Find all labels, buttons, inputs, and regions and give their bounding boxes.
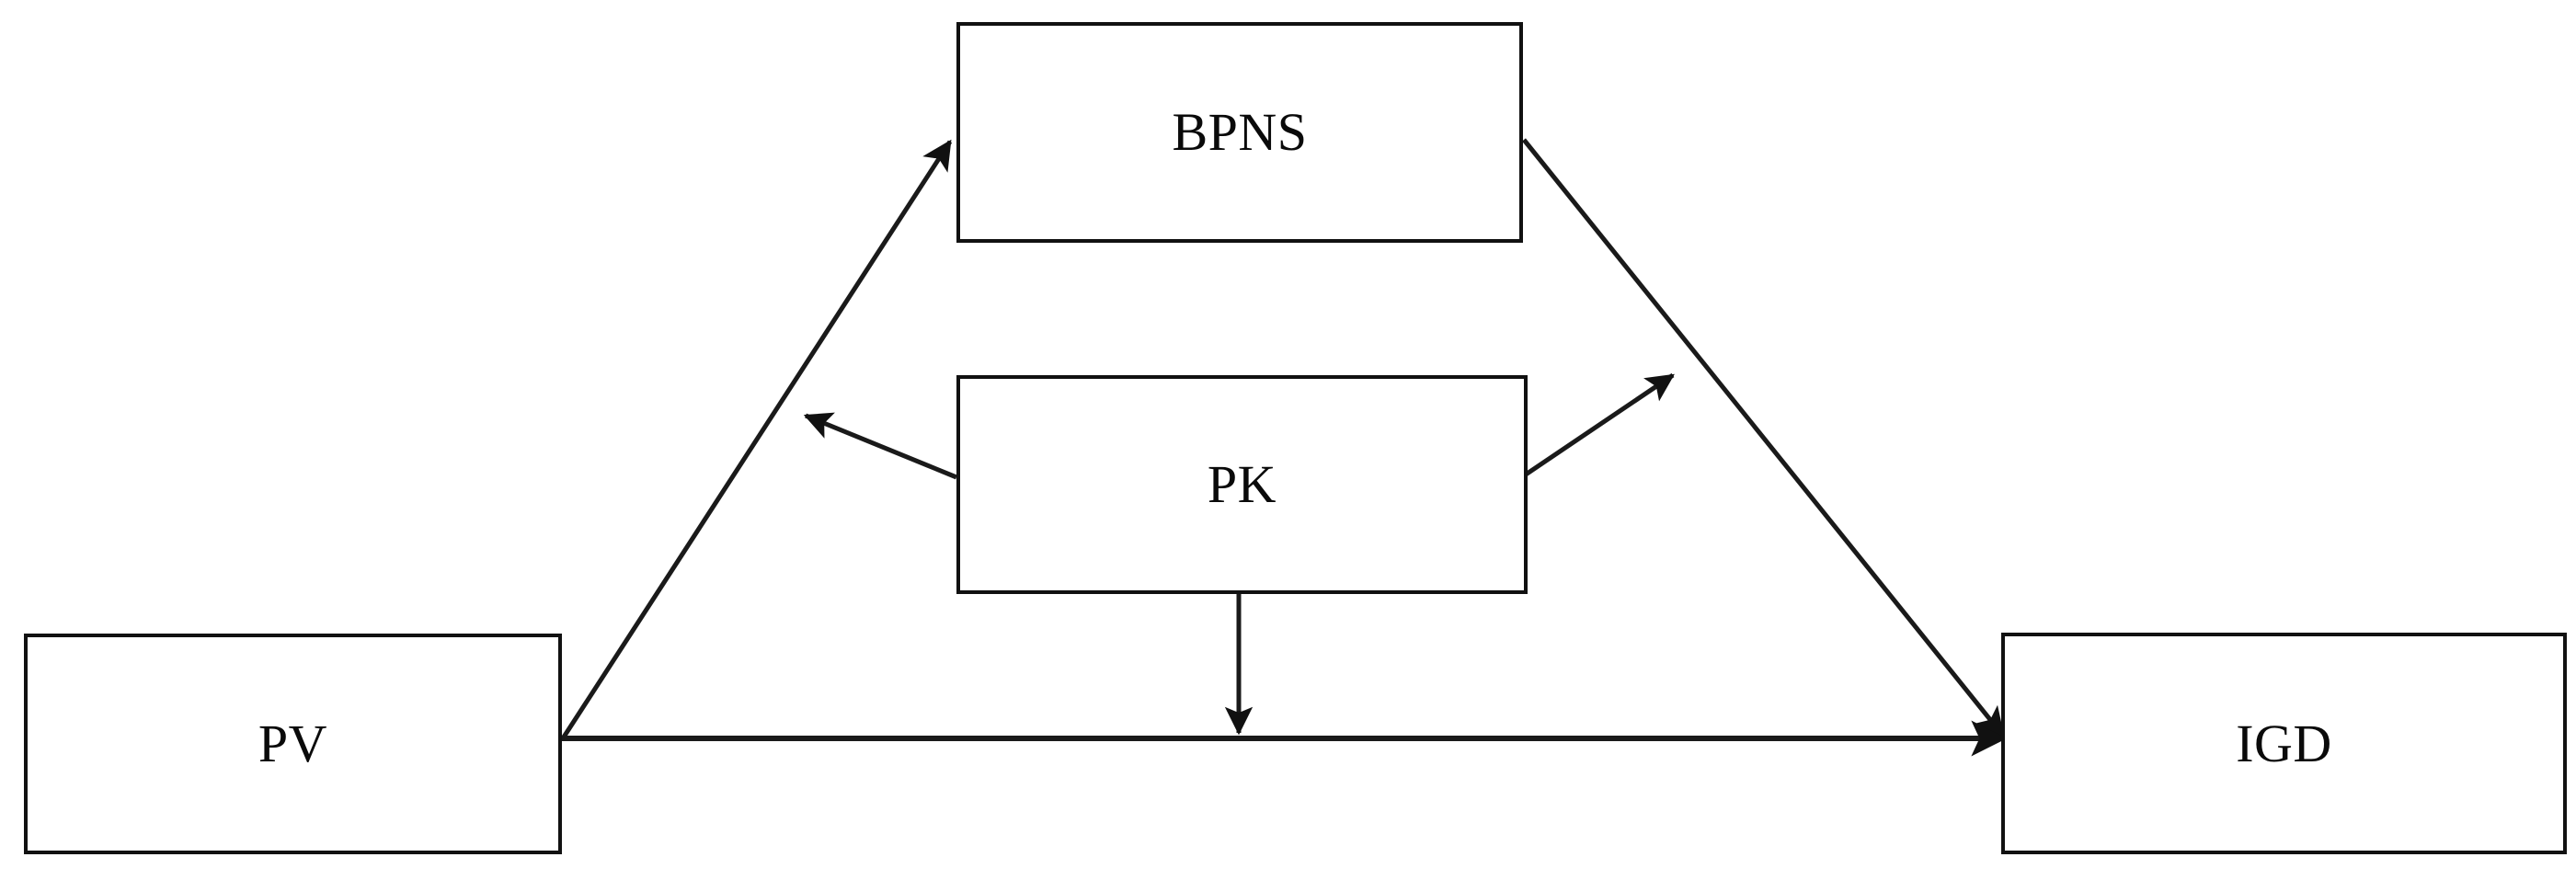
edge-pv-to-bpns [560,139,953,740]
node-igd[interactable]: IGD [2001,633,2567,854]
node-pv-label: PV [258,714,328,773]
edge-bpns-to-igd [1522,138,2005,738]
node-pv[interactable]: PV [24,634,562,854]
node-pk-label: PK [1207,454,1277,514]
node-bpns-label: BPNS [1172,102,1308,162]
node-igd-label: IGD [2236,713,2332,773]
node-bpns[interactable]: BPNS [956,22,1523,243]
edge-pk-to-bpns-igd-path [1524,372,1675,477]
node-pk[interactable]: PK [956,375,1528,594]
edge-pk-to-pv-bpns-path [803,412,957,480]
